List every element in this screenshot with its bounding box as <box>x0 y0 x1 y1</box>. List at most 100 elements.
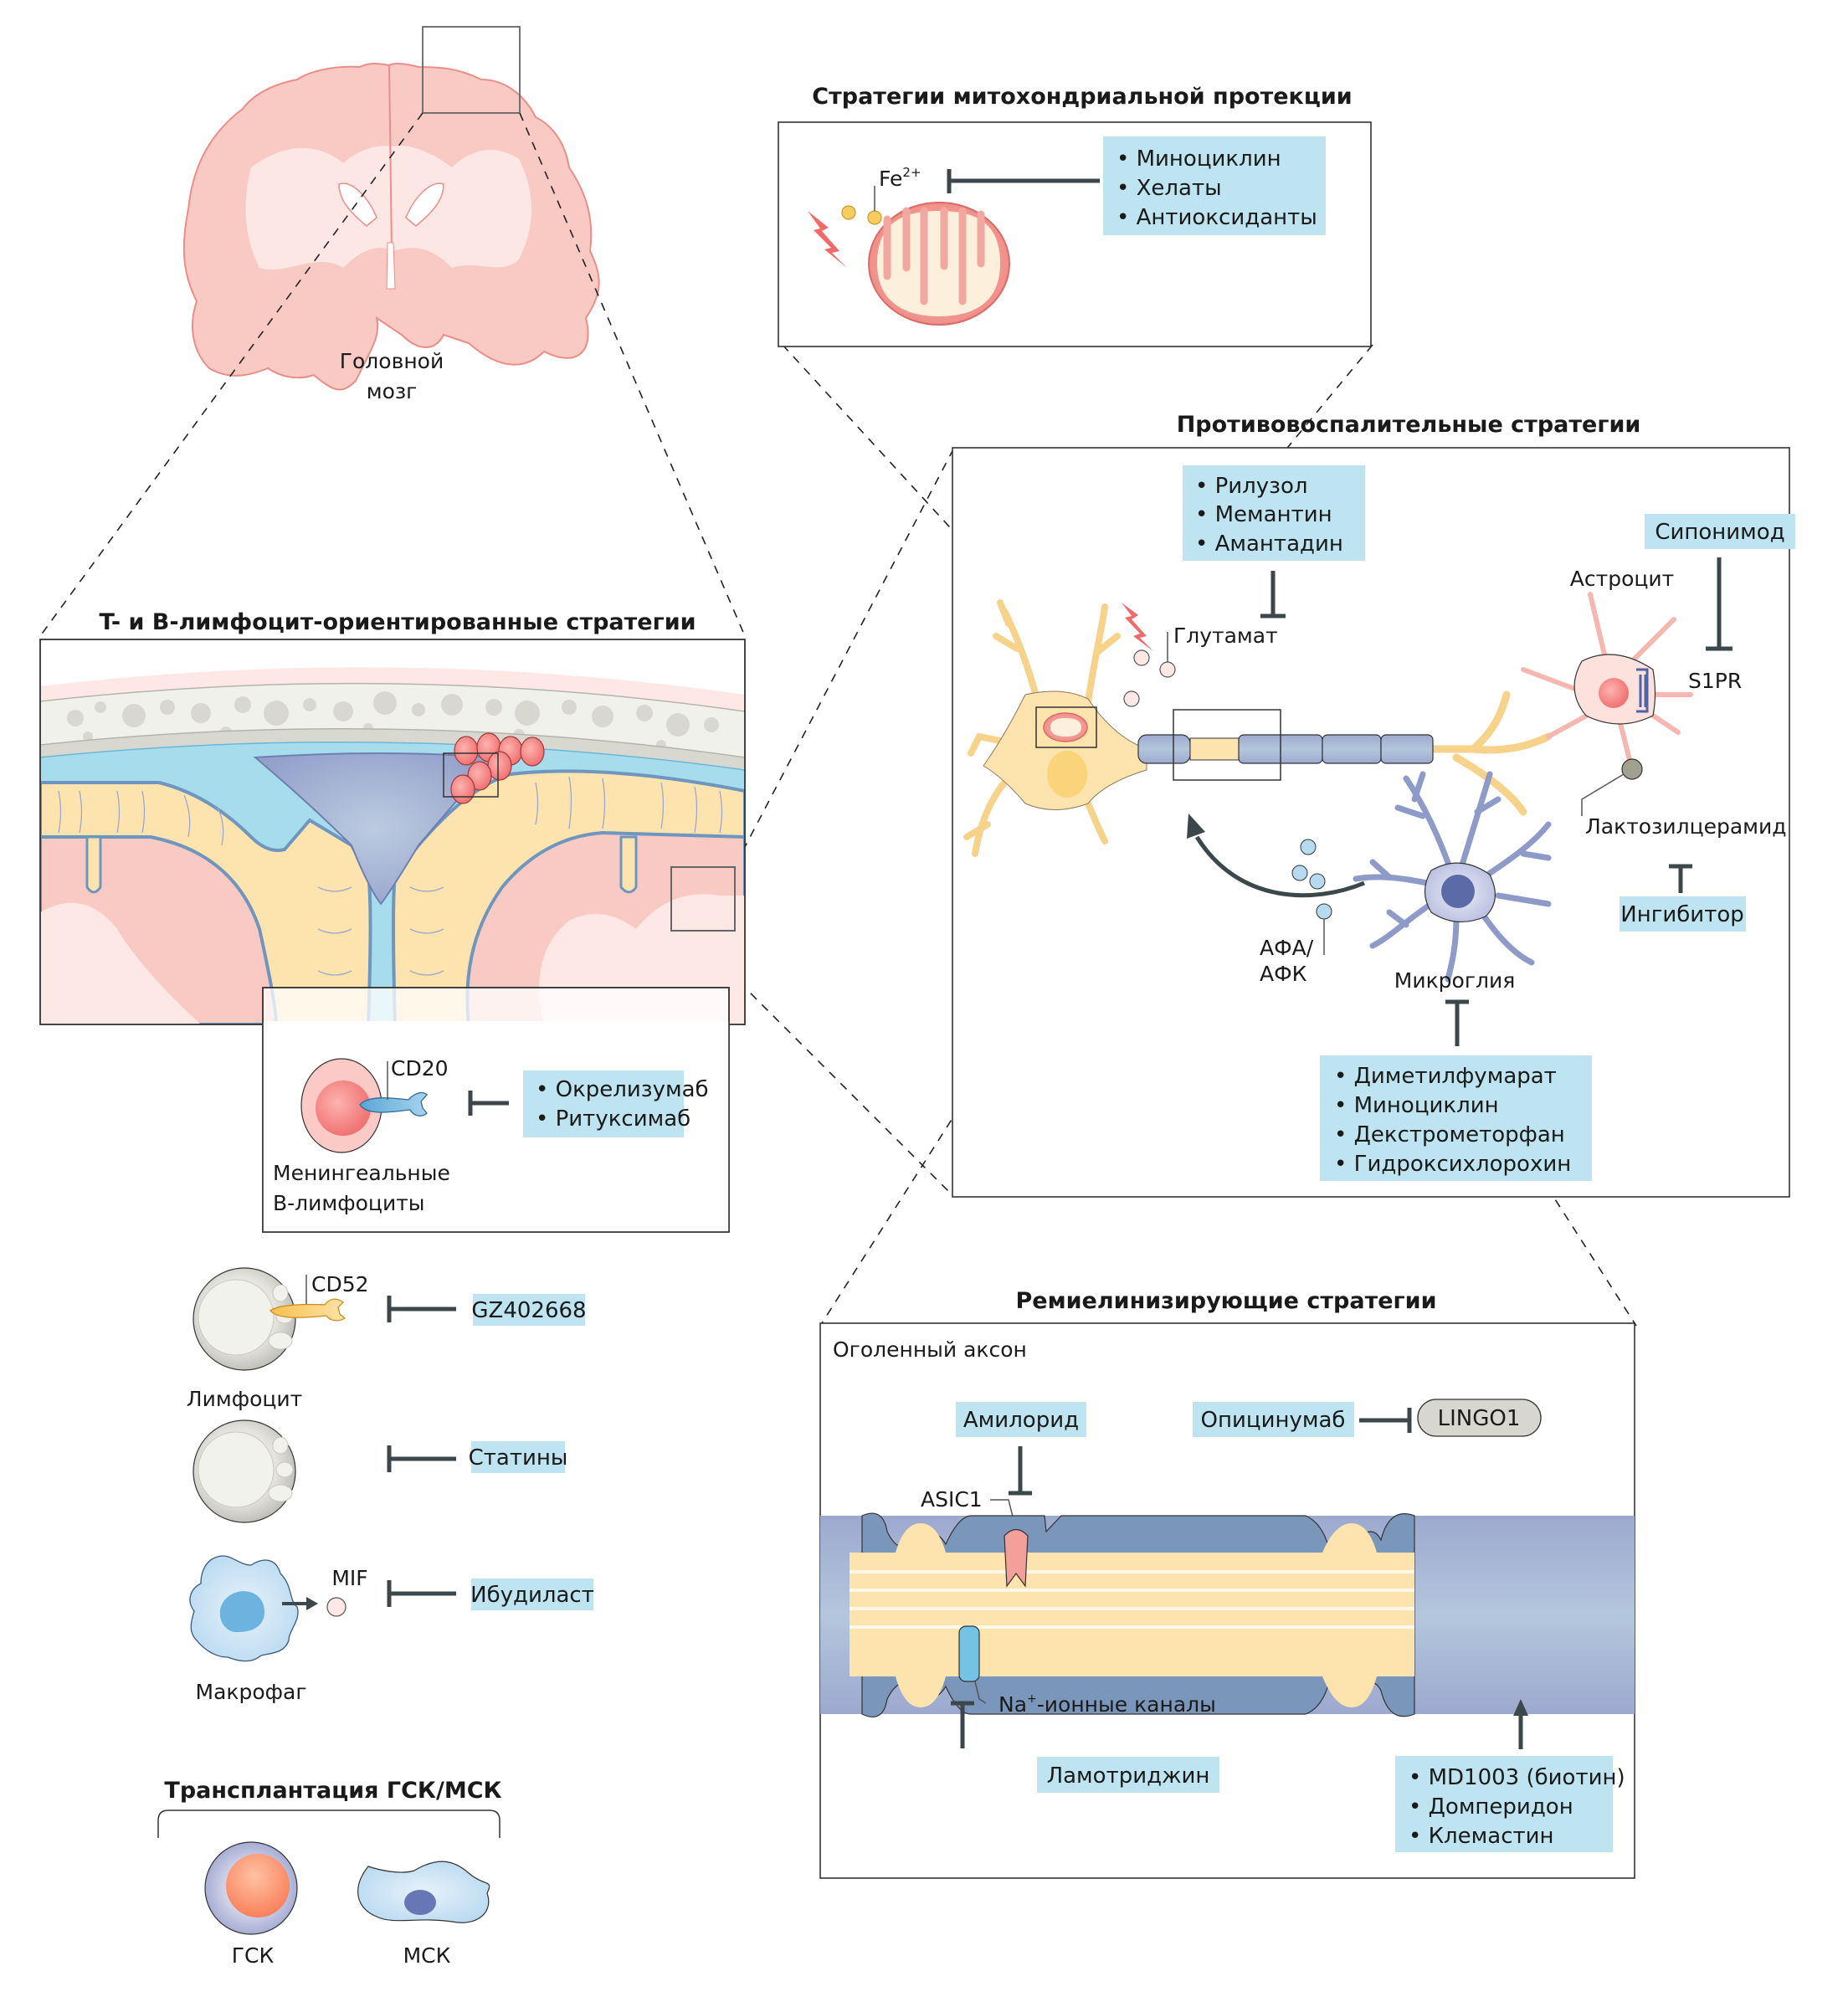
brain-zoom-box <box>422 26 521 114</box>
red-blood-cells <box>450 732 545 804</box>
remyelination-drug-box <box>1395 1756 1613 1852</box>
ros-molecule-icon <box>1309 873 1326 890</box>
brain-coronal-section <box>182 26 600 391</box>
mif-label: MIF <box>331 1566 367 1590</box>
ros-arrow <box>1194 835 1365 898</box>
drug-chelators: • Хелаты <box>1116 176 1222 201</box>
drug-domperidone: • Домперидон <box>1409 1794 1573 1820</box>
ros-label: АФА/ <box>1260 936 1314 960</box>
lactosylceramide-icon <box>1621 758 1643 780</box>
gz402668-box <box>473 1294 585 1326</box>
arrow-head-icon <box>1187 814 1205 839</box>
drug-md1003: • MD1003 (биотин) <box>1409 1765 1625 1790</box>
ros-molecule-icon <box>1316 903 1332 920</box>
lingo1-protein <box>1417 1399 1542 1437</box>
ros-molecule-icon <box>1291 865 1308 881</box>
meninges-cross-section <box>39 639 746 1025</box>
mito-title: Стратегии митохондриальной протекции <box>812 84 1352 110</box>
cd20-receptor-icon <box>359 1091 428 1116</box>
transplant-title: Трансплантация ГСК/МСК <box>164 1778 501 1804</box>
inflam-title: Противовоспалительные стратегии <box>1177 412 1641 438</box>
hsc-cell-icon <box>204 1841 298 1935</box>
drug-memantine: • Мемантин <box>1195 502 1332 527</box>
meningeal-bcell-label-2: B-лимфоциты <box>273 1191 425 1215</box>
drug-siponimod: Сипонимод <box>1655 520 1784 545</box>
cd52-receptor-icon <box>270 1298 346 1322</box>
drug-inhibitor: Ингибитор <box>1620 902 1744 927</box>
drug-minocycline: • Миноциклин <box>1116 146 1281 172</box>
mif-molecule-icon <box>326 1597 346 1617</box>
fe-ion-icon <box>867 210 882 225</box>
drug-statins: Статины <box>469 1445 568 1471</box>
bare-axon-label: Оголенный аксон <box>833 1337 1027 1362</box>
s1pr-label: S1PR <box>1688 669 1742 693</box>
amiloride-box <box>956 1402 1086 1437</box>
asic1-channel-icon <box>1004 1528 1029 1588</box>
meningeal-bcell-label: Менингеальные <box>273 1161 450 1185</box>
opicinumab-box <box>1193 1402 1354 1437</box>
lymphocyte-icon <box>192 1267 296 1371</box>
fe-label: Fe2+ <box>879 165 921 191</box>
drug-opicinumab: Опицинумаб <box>1201 1408 1346 1433</box>
statins-box <box>471 1441 565 1473</box>
drug-hydroxychloroquine: • Гидроксихлорохин <box>1334 1152 1571 1177</box>
arrow-up-icon <box>1513 1699 1528 1716</box>
drug-dextromethorphan: • Декстрометорфан <box>1334 1122 1565 1147</box>
na-channels-label: Na+-ионные каналы <box>998 1692 1216 1717</box>
remyel-title: Ремиелинизирующие стратегии <box>1015 1288 1436 1314</box>
drug-rituximab: • Ритуксимаб <box>536 1106 690 1132</box>
drug-ibudilast: Ибудиласт <box>470 1583 594 1608</box>
drug-ocrelizumab: • Окрелизумаб <box>536 1077 709 1102</box>
astrocyte-label: Астроцит <box>1570 567 1674 591</box>
demyelinated-axon-icon <box>820 1512 1635 1717</box>
lymphocyte-label: Лимфоцит <box>187 1387 302 1411</box>
drug-gz402668: GZ402668 <box>471 1298 586 1323</box>
glutamate-molecule-icon <box>1123 690 1140 707</box>
microglia-drug-box <box>1320 1055 1592 1181</box>
lymph-title: T- и B-лимфоцит-ориентированные стратеги… <box>99 609 696 635</box>
drug-amantadine: • Амантадин <box>1195 531 1343 557</box>
glutamate-drug-box <box>1183 465 1365 561</box>
lymphocyte-statin-icon <box>192 1419 296 1523</box>
ros-molecule-icon <box>1300 839 1317 855</box>
neuron-icon <box>963 599 1147 857</box>
lactosylceramide-label: Лактозилцерамид <box>1585 814 1787 839</box>
hsc-label: ГСК <box>232 1943 275 1968</box>
drug-dimethyl-fumarate: • Диметилфумарат <box>1334 1064 1557 1089</box>
msc-label: МСК <box>403 1943 451 1968</box>
arrow-icon <box>306 1597 318 1610</box>
sodium-channel-icon <box>958 1625 980 1682</box>
astrocyte-icon <box>1521 592 1693 780</box>
myelinated-axon-icon <box>1137 690 1553 816</box>
bracket <box>157 1810 501 1838</box>
mito-drug-box <box>1103 136 1326 235</box>
asic1-label: ASIC1 <box>921 1487 983 1512</box>
ibudilast-box <box>471 1578 593 1610</box>
mitochondrion-icon <box>868 202 1010 326</box>
siponimod-box <box>1645 514 1795 549</box>
lamotrigine-box <box>1037 1757 1219 1793</box>
microglia-icon <box>1353 771 1552 983</box>
drug-antioxidants: • Антиоксиданты <box>1116 205 1317 230</box>
drug-amiloride: Амилорид <box>963 1408 1079 1433</box>
drug-minocycline-2: • Миноциклин <box>1334 1093 1499 1118</box>
glutamate-molecule-icon <box>1133 649 1150 666</box>
drug-lamotrigine: Ламотриджин <box>1047 1763 1210 1789</box>
cd52-label: CD52 <box>311 1272 369 1296</box>
b-lymphocyte-icon <box>300 1058 382 1153</box>
inhibitor-box <box>1620 896 1746 932</box>
brain-label-2: мозг <box>367 379 418 403</box>
bcell-drug-box <box>523 1070 684 1137</box>
fe-ion-icon <box>841 205 856 220</box>
ros-label-2: АФК <box>1260 962 1307 986</box>
lightning-icon <box>1122 603 1153 651</box>
microglia-label: Микроглия <box>1394 968 1515 993</box>
brain-label: Головной <box>340 349 444 373</box>
macrophage-label: Макрофаг <box>196 1680 307 1704</box>
drug-clemastine: • Клемастин <box>1409 1824 1554 1849</box>
drug-riluzole: • Рилузол <box>1195 474 1308 499</box>
cd20-label: CD20 <box>391 1056 449 1081</box>
lightning-icon <box>808 211 847 268</box>
glutamate-label: Глутамат <box>1173 624 1278 648</box>
